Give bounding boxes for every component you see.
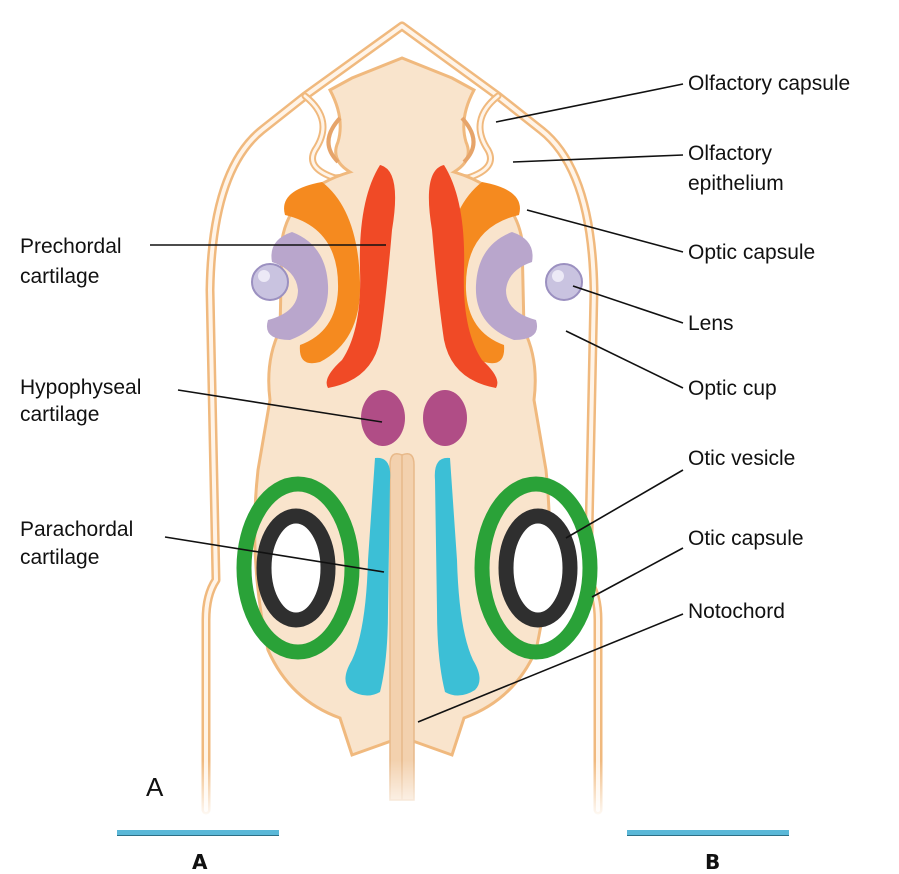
label-otic-vesicle: Otic vesicle: [688, 445, 795, 472]
leader-otic-vesicle: [566, 470, 683, 538]
label-otic-capsule: Otic capsule: [688, 525, 804, 552]
lens-left: [252, 264, 288, 300]
leader-optic-capsule: [527, 210, 683, 252]
hypophyseal-cartilage-left: [361, 390, 405, 446]
leader-optic-cup: [566, 331, 683, 388]
otic-vesicle-right: [506, 516, 570, 620]
label-optic-cup: Optic cup: [688, 375, 777, 402]
bottom-label-b: B: [705, 850, 720, 874]
label-olfactory-epithelium-line2: epithelium: [688, 170, 784, 197]
label-optic-capsule: Optic capsule: [688, 239, 815, 266]
label-hypophyseal-line2: cartilage: [20, 401, 99, 428]
label-prechordal-line1: Prechordal: [20, 233, 122, 260]
label-parachordal-line2: cartilage: [20, 544, 99, 571]
bottom-strip-left: [117, 830, 279, 836]
lens-right: [546, 264, 582, 300]
label-parachordal-line1: Parachordal: [20, 516, 133, 543]
leader-olfactory-capsule: [496, 84, 683, 122]
otic-vesicle-left: [264, 516, 328, 620]
label-notochord: Notochord: [688, 598, 785, 625]
panel-letter: A: [146, 772, 163, 803]
leader-otic-capsule: [592, 548, 683, 597]
label-prechordal-line2: cartilage: [20, 263, 99, 290]
notochord: [390, 454, 414, 800]
hypophyseal-cartilage-right: [423, 390, 467, 446]
label-olfactory-capsule: Olfactory capsule: [688, 70, 850, 97]
label-hypophyseal-line1: Hypophyseal: [20, 374, 141, 401]
label-lens: Lens: [688, 310, 734, 337]
bottom-strip-right: [627, 830, 789, 836]
leader-olfactory-epithelium: [513, 155, 683, 162]
label-olfactory-epithelium-line1: Olfactory: [688, 140, 772, 167]
bottom-label-a: A: [192, 850, 207, 874]
